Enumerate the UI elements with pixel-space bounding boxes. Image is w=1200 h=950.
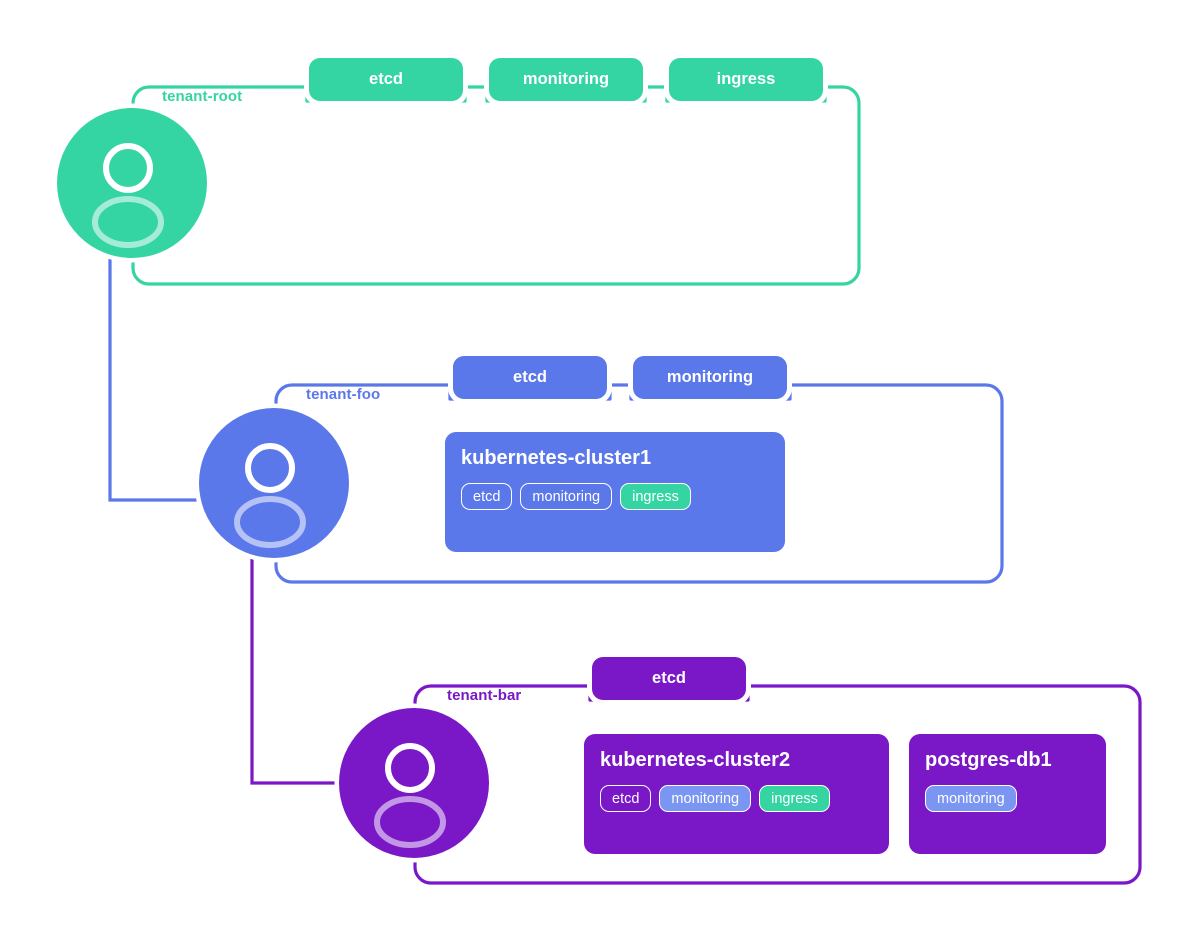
- resource-chip-list: etcd monitoring ingress: [461, 483, 769, 510]
- resource-chip-monitoring[interactable]: monitoring: [925, 785, 1017, 812]
- resource-chip-monitoring[interactable]: monitoring: [520, 483, 613, 510]
- resource-card-title: postgres-db1: [925, 749, 1052, 771]
- tenant-root-label: tenant-root: [162, 88, 243, 105]
- tenant-foo-service-monitoring[interactable]: monitoring: [633, 356, 787, 399]
- tenant-foo-service-etcd[interactable]: etcd: [453, 356, 607, 399]
- resource-chip-etcd[interactable]: etcd: [461, 483, 513, 510]
- tenant-bar-label: tenant-bar: [447, 687, 522, 704]
- tenant-foo-label: tenant-foo: [306, 386, 381, 403]
- tenant-root-service-monitoring[interactable]: monitoring: [489, 58, 643, 101]
- resource-card-postgres-db1[interactable]: postgres-db1 monitoring: [909, 734, 1106, 854]
- tenant-bar-panel: [413, 684, 1142, 885]
- connector-root-to-foo: [108, 248, 225, 502]
- resource-chip-ingress[interactable]: ingress: [759, 785, 830, 812]
- connector-foo-to-bar: [250, 548, 365, 785]
- resource-chip-monitoring[interactable]: monitoring: [659, 785, 752, 812]
- tenant-bar-avatar[interactable]: [339, 708, 489, 858]
- resource-chip-etcd[interactable]: etcd: [600, 785, 652, 812]
- tenant-root-service-etcd[interactable]: etcd: [309, 58, 463, 101]
- user-avatar-icon: [92, 143, 164, 248]
- user-avatar-icon: [374, 743, 446, 848]
- resource-card-kubernetes-cluster1[interactable]: kubernetes-cluster1 etcd monitoring ingr…: [445, 432, 785, 552]
- tenant-root-avatar[interactable]: [57, 108, 207, 258]
- resource-card-title: kubernetes-cluster1: [461, 447, 652, 469]
- resource-chip-ingress[interactable]: ingress: [620, 483, 691, 510]
- tenant-foo-avatar[interactable]: [199, 408, 349, 558]
- tenant-foo-panel: [274, 383, 1004, 584]
- user-avatar-icon: [234, 443, 306, 548]
- tenant-root-panel: [131, 85, 861, 286]
- resource-card-title: kubernetes-cluster2: [600, 749, 791, 771]
- tenant-bar-service-etcd[interactable]: etcd: [592, 657, 746, 700]
- resource-chip-list: monitoring: [925, 785, 1090, 812]
- tenant-root-service-ingress[interactable]: ingress: [669, 58, 823, 101]
- resource-card-kubernetes-cluster2[interactable]: kubernetes-cluster2 etcd monitoring ingr…: [584, 734, 889, 854]
- resource-chip-list: etcd monitoring ingress: [600, 785, 873, 812]
